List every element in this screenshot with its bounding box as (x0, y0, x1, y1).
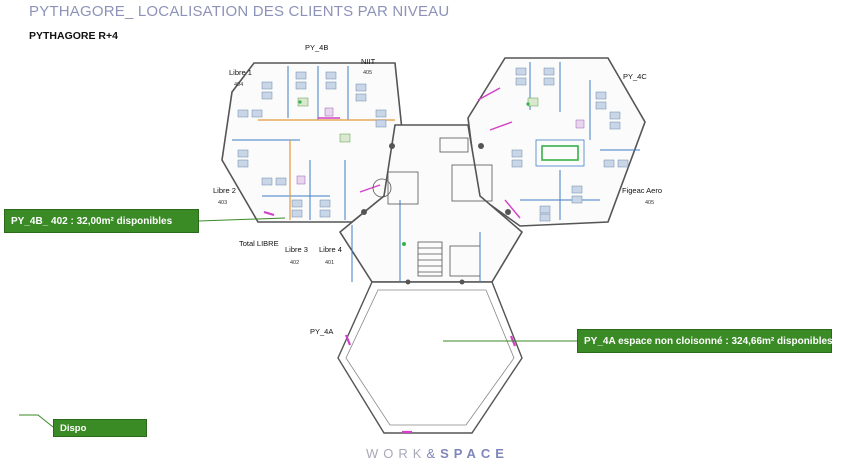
room-number-libre3: 402 (290, 260, 300, 266)
callout-leader-402 (198, 217, 286, 222)
room-number-figeac: 405 (645, 200, 655, 206)
legend-leader (19, 414, 54, 428)
logo-space: SPACE (440, 446, 509, 461)
room-label-figeac: Figeac Aero (622, 186, 663, 195)
logo-work: WORK (366, 446, 427, 461)
left-wing-outline (221, 62, 403, 223)
room-number-libre2: 403 (218, 200, 228, 206)
callout-py4b-402: PY_4B_ 402 : 32,00m² disponibles (4, 209, 199, 233)
room-number-libre1: 404 (234, 82, 244, 88)
py4a-outline (337, 281, 523, 434)
room-label-libre2: Libre 2 (213, 186, 236, 195)
room-number-niit: 405 (363, 70, 373, 76)
desks (237, 67, 629, 222)
room-label-libre4: Libre 4 (319, 245, 342, 254)
callout-py4a-space: PY_4A espace non cloisonné : 324,66m² di… (577, 329, 833, 353)
room-label-niit: NIIT (361, 57, 376, 66)
logo-amp: & (426, 446, 441, 461)
workspace-logo: WORK&SPACE (366, 446, 509, 461)
core-structures (372, 137, 493, 277)
room-label-py4c: PY_4C (623, 72, 647, 81)
room-label-py4b: PY_4B (305, 43, 329, 52)
right-wing-outline (467, 57, 646, 227)
legend-dispo: Dispo (53, 419, 147, 437)
left-wing-partitions (232, 66, 349, 220)
page-title: PYTHAGORE_ LOCALISATION DES CLIENTS PAR … (29, 3, 450, 20)
room-label-libre3: Libre 3 (285, 245, 308, 254)
room-number-libre4: 401 (325, 260, 335, 266)
floor-title: PYTHAGORE R+4 (29, 30, 118, 42)
room-label-libre1: Libre 1 (229, 68, 252, 77)
room-label-py4a: PY_4A (310, 327, 334, 336)
total-libre-label: Total LIBRE (239, 239, 279, 248)
